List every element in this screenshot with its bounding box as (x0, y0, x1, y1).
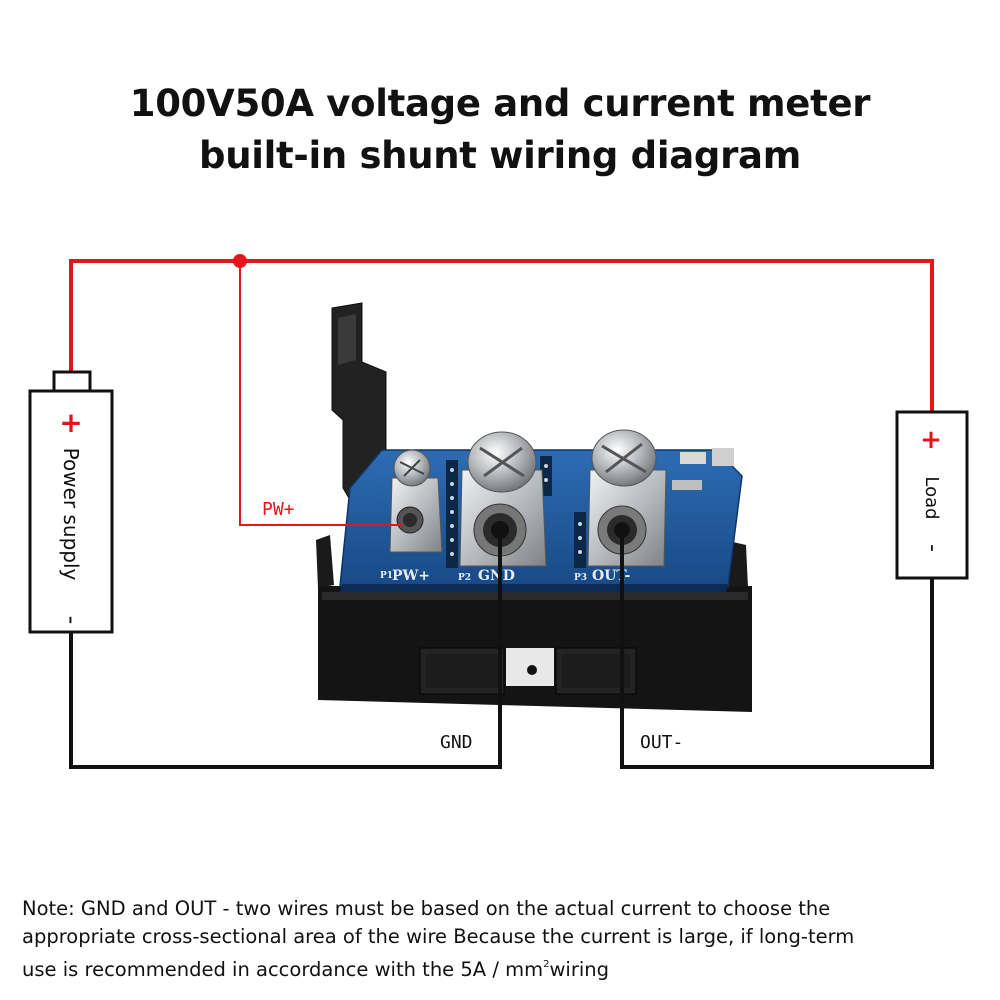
load-label: Load (921, 476, 942, 519)
junction-dot (233, 254, 247, 268)
wire-supply-plus-to-load-plus (69, 259, 934, 412)
silk-p2: P2 (458, 573, 471, 583)
note-line-2: appropriate cross-sectional area of the … (22, 925, 855, 948)
silk-gnd: GND (478, 568, 515, 584)
power-supply-plus: + (59, 406, 82, 439)
load-minus: - (920, 544, 945, 552)
silk-out: OUT- (592, 568, 631, 584)
power-supply-label: Power supply (59, 448, 83, 581)
load-body (895, 410, 969, 580)
terminal-pw (389, 449, 443, 553)
terminal-out (587, 429, 667, 567)
load-plus: + (920, 425, 942, 455)
battery-terminal-cap (52, 370, 92, 394)
wire-out-minus (620, 536, 934, 769)
wiring-note: Note: GND and OUT - two wires must be ba… (22, 895, 982, 984)
wire-gnd (69, 536, 502, 769)
note-line-3-text: use is recommended in accordance with th… (22, 958, 544, 981)
meter-housing (318, 586, 752, 712)
note-line-3-tail: wiring (549, 958, 609, 981)
positive-wires (69, 259, 934, 412)
label-gnd: GND (440, 732, 473, 753)
label-pw-plus: PW+ (262, 499, 295, 520)
terminal-gnd (459, 431, 547, 567)
note-superscript: 2 (543, 959, 550, 970)
silk-pw: PW+ (392, 568, 430, 584)
meter-module: P1 PW+ P2 GND P3 OUT- (316, 302, 752, 712)
pw-wire (239, 261, 402, 526)
side-latch-left (316, 535, 334, 588)
label-out-minus: OUT- (640, 732, 683, 753)
wire-pw-plus (239, 261, 402, 526)
silk-p1: P1 (380, 571, 393, 581)
title-line-1: 100V50A voltage and current meter (129, 82, 871, 125)
title-line-2: built-in shunt wiring diagram (199, 134, 801, 177)
power-supply-minus: - (58, 616, 86, 625)
note-line-3: use is recommended in accordance with th… (22, 951, 982, 984)
diagram-title: 100V50A voltage and current meter built-… (0, 78, 1000, 182)
note-line-1: Note: GND and OUT - two wires must be ba… (22, 897, 831, 920)
power-supply: + Power supply - (28, 370, 114, 634)
negative-wires (69, 536, 934, 769)
battery-body (28, 389, 114, 634)
load: + Load - (895, 410, 969, 580)
silk-p3: P3 (574, 573, 587, 583)
